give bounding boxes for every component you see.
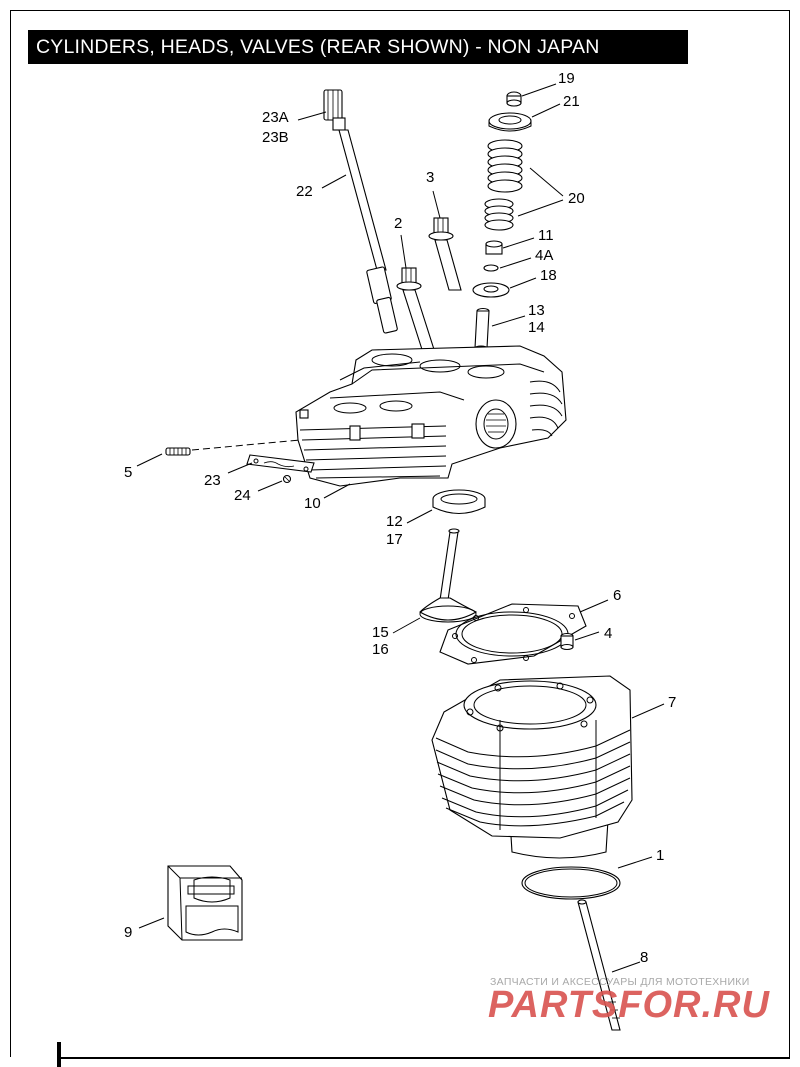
page-frame [10, 10, 790, 1057]
corner-mark [57, 1042, 61, 1067]
part-6-head-gasket [439, 603, 587, 665]
part-2-tube [396, 267, 439, 363]
part-12-valve-seat [432, 489, 486, 515]
callout-17: 17 [386, 531, 403, 548]
part-22-stud [323, 89, 398, 334]
part-10-cylinder-head [295, 345, 567, 487]
callout-19: 19 [558, 70, 575, 87]
callout-11: 11 [538, 227, 554, 244]
watermark-logo: PARTSFOR.RU [488, 984, 770, 1026]
page-title: CYLINDERS, HEADS, VALVES (REAR SHOWN) - … [28, 30, 688, 64]
callout-22: 22 [296, 183, 313, 200]
part-8-stud [577, 899, 621, 1031]
callout-20: 20 [568, 190, 585, 207]
callout-15: 15 [372, 624, 389, 641]
callout-2: 2 [394, 215, 402, 232]
callout-9: 9 [124, 924, 132, 941]
callout-1: 1 [656, 847, 664, 864]
callout-6: 6 [613, 587, 621, 604]
callout-12: 12 [386, 513, 403, 530]
callout-23: 23 [204, 472, 221, 489]
part-13-valve-guide [474, 307, 490, 351]
part-4-dowel [560, 632, 574, 651]
callout-18: 18 [540, 267, 557, 284]
callout-7: 7 [668, 694, 676, 711]
callout-23b: 23B [262, 129, 289, 146]
callout-4a: 4A [535, 247, 553, 264]
part-3-tube [428, 217, 462, 291]
callout-labels: 19 21 23A 23B 22 3 20 2 11 4A 18 13 14 5… [124, 70, 676, 966]
part-18-spring-seat [472, 282, 510, 298]
callout-10: 10 [304, 495, 321, 512]
callout-13: 13 [528, 302, 545, 319]
watermark-tagline: ЗАПЧАСТИ И АКСЕССУАРЫ ДЛЯ МОТОТЕХНИКИ [490, 976, 750, 988]
leader-lines [136, 83, 665, 973]
part-9-gasket-kit-box [167, 865, 243, 941]
part-19-keeper [506, 91, 522, 107]
callout-23a: 23A [262, 109, 289, 126]
callout-21: 21 [563, 93, 580, 110]
part-20-springs [484, 139, 523, 231]
part-24-screw [282, 474, 292, 484]
callout-4: 4 [604, 625, 612, 642]
part-11-seal [485, 240, 503, 255]
part-21-retainer [488, 112, 532, 132]
part-15-valve [419, 528, 478, 623]
part-5-pin [165, 447, 191, 456]
callout-5: 5 [124, 464, 132, 481]
bottom-rule [58, 1057, 790, 1059]
part-23-id-plate [246, 454, 315, 473]
part-1-o-ring [521, 866, 621, 900]
callout-16: 16 [372, 641, 389, 658]
part-7-cylinder [431, 675, 633, 859]
assembly-dashed-line [191, 439, 301, 451]
callout-8: 8 [640, 949, 648, 966]
callout-14: 14 [528, 319, 545, 336]
part-4a-washer [483, 264, 499, 272]
watermark: ЗАПЧАСТИ И АКСЕССУАРЫ ДЛЯ МОТОТЕХНИКИ PA… [488, 976, 770, 1026]
callout-24: 24 [234, 487, 251, 504]
callout-3: 3 [426, 169, 434, 186]
